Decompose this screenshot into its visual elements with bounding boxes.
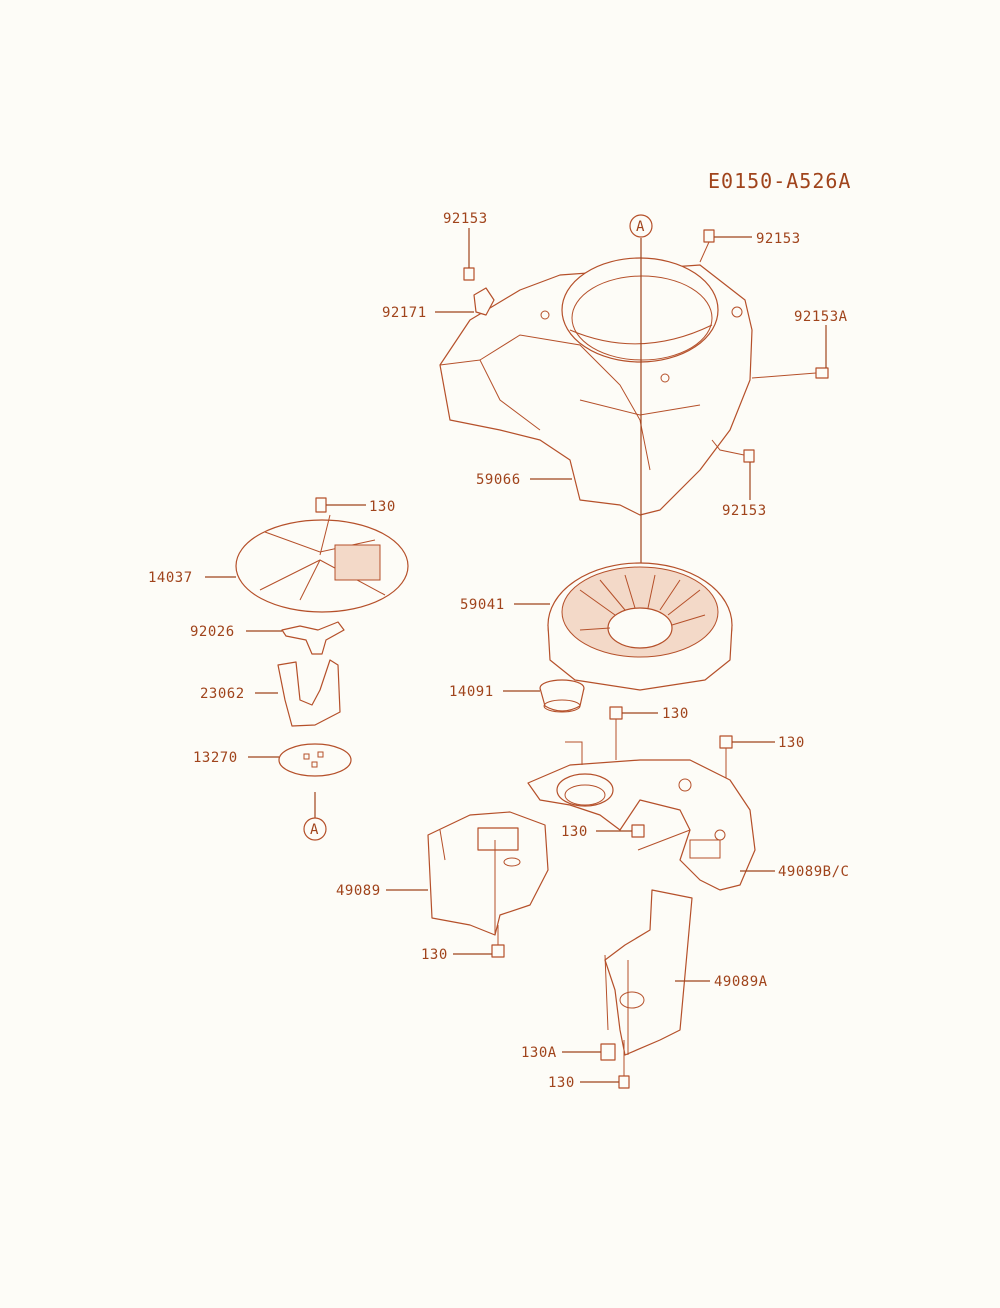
label-130-e: 130	[548, 1075, 575, 1091]
dash-leader-b	[637, 829, 691, 851]
bolt-130A	[562, 1043, 616, 1061]
label-49089BC: 49089B/C	[778, 864, 849, 880]
label-14091: 14091	[449, 684, 494, 700]
label-92171: 92171	[382, 305, 427, 321]
label-59066: 59066	[476, 472, 521, 488]
label-92153-top: 92153	[443, 211, 488, 227]
bolt-130-e	[580, 1040, 630, 1089]
clip-92171	[435, 287, 495, 316]
label-130-a: 130	[662, 706, 689, 722]
dash-leader-a	[565, 741, 583, 765]
label-130-c: 130	[561, 824, 588, 840]
label-59041: 59041	[460, 597, 505, 613]
bolt-92153-lower	[711, 439, 755, 500]
label-130-screen: 130	[369, 499, 396, 515]
screen-14037	[235, 497, 409, 613]
svg-text:A: A	[636, 219, 645, 235]
label-130-d: 130	[421, 947, 448, 963]
baffle-49089BC	[527, 759, 756, 891]
ref-marker-top: A	[629, 214, 653, 590]
label-130A: 130A	[521, 1045, 557, 1061]
diagram-code: E0150-A526A	[708, 169, 851, 193]
blower-housing	[439, 257, 753, 516]
bracket-23062	[277, 659, 341, 727]
bolt-92153-right	[699, 229, 752, 263]
shroud-49089	[427, 811, 549, 936]
flywheel-fan	[547, 562, 733, 691]
collar-14091	[539, 679, 585, 713]
label-23062: 23062	[200, 686, 245, 702]
bolt-92153A	[751, 325, 829, 379]
bolt-130-c	[596, 824, 645, 838]
label-14037: 14037	[148, 570, 193, 586]
disc-13270	[278, 743, 352, 777]
label-130-b: 130	[778, 735, 805, 751]
bolt-92153-top	[463, 228, 475, 281]
bolt-130-d	[453, 925, 505, 958]
label-92026: 92026	[190, 624, 235, 640]
ref-marker-bottom: A	[303, 792, 327, 841]
label-92153-lower: 92153	[722, 503, 767, 519]
label-49089A: 49089A	[714, 974, 768, 990]
svg-text:A: A	[310, 822, 319, 838]
label-92153A: 92153A	[794, 309, 848, 325]
cover-49089A	[604, 889, 693, 1056]
label-49089: 49089	[336, 883, 381, 899]
label-92153-right: 92153	[756, 231, 801, 247]
label-13270: 13270	[193, 750, 238, 766]
plate-92026	[281, 621, 345, 655]
bolt-130-a	[609, 706, 658, 760]
